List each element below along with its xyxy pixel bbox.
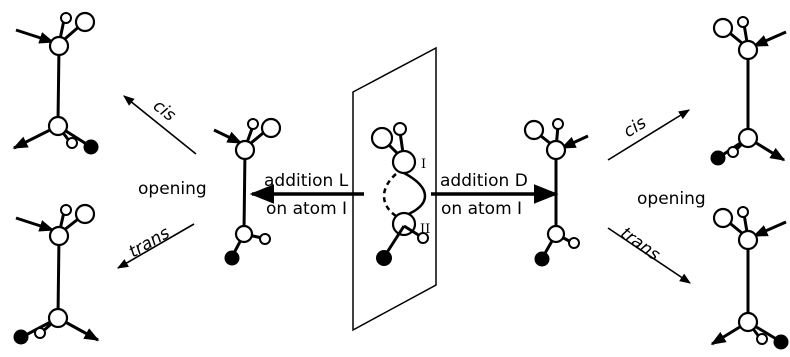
atom-2-label: II <box>420 222 430 237</box>
atom-i <box>391 149 417 175</box>
left-intermediate-model <box>213 117 282 266</box>
cis-left-product-model <box>12 11 99 155</box>
addition-left-sublabel: on atom I <box>266 199 347 219</box>
trans-right-arrow <box>607 227 691 284</box>
right-intermediate-model <box>523 118 589 267</box>
cis-right-arrow <box>607 109 690 161</box>
atom-1-label: I <box>421 157 426 172</box>
trans-left-label: trans <box>125 223 173 262</box>
trans-right-product-model <box>710 206 789 350</box>
trans-left-product-model <box>13 203 100 345</box>
addition-right-label: addition D <box>440 171 528 191</box>
central-monomer: I II <box>352 46 437 332</box>
trans-left-arrow <box>117 223 195 269</box>
addition-left-label: addition L <box>264 171 349 191</box>
opening-right-label: opening <box>637 189 706 209</box>
opening-left-label: opening <box>138 179 207 199</box>
cis-left-arrow <box>123 95 197 155</box>
cis-left-label: cis <box>149 96 179 126</box>
addition-right-sublabel: on atom I <box>441 199 522 219</box>
trans-right-label: trans <box>616 223 663 265</box>
mirror-plane <box>352 46 437 332</box>
cis-right-product-model <box>710 16 787 166</box>
